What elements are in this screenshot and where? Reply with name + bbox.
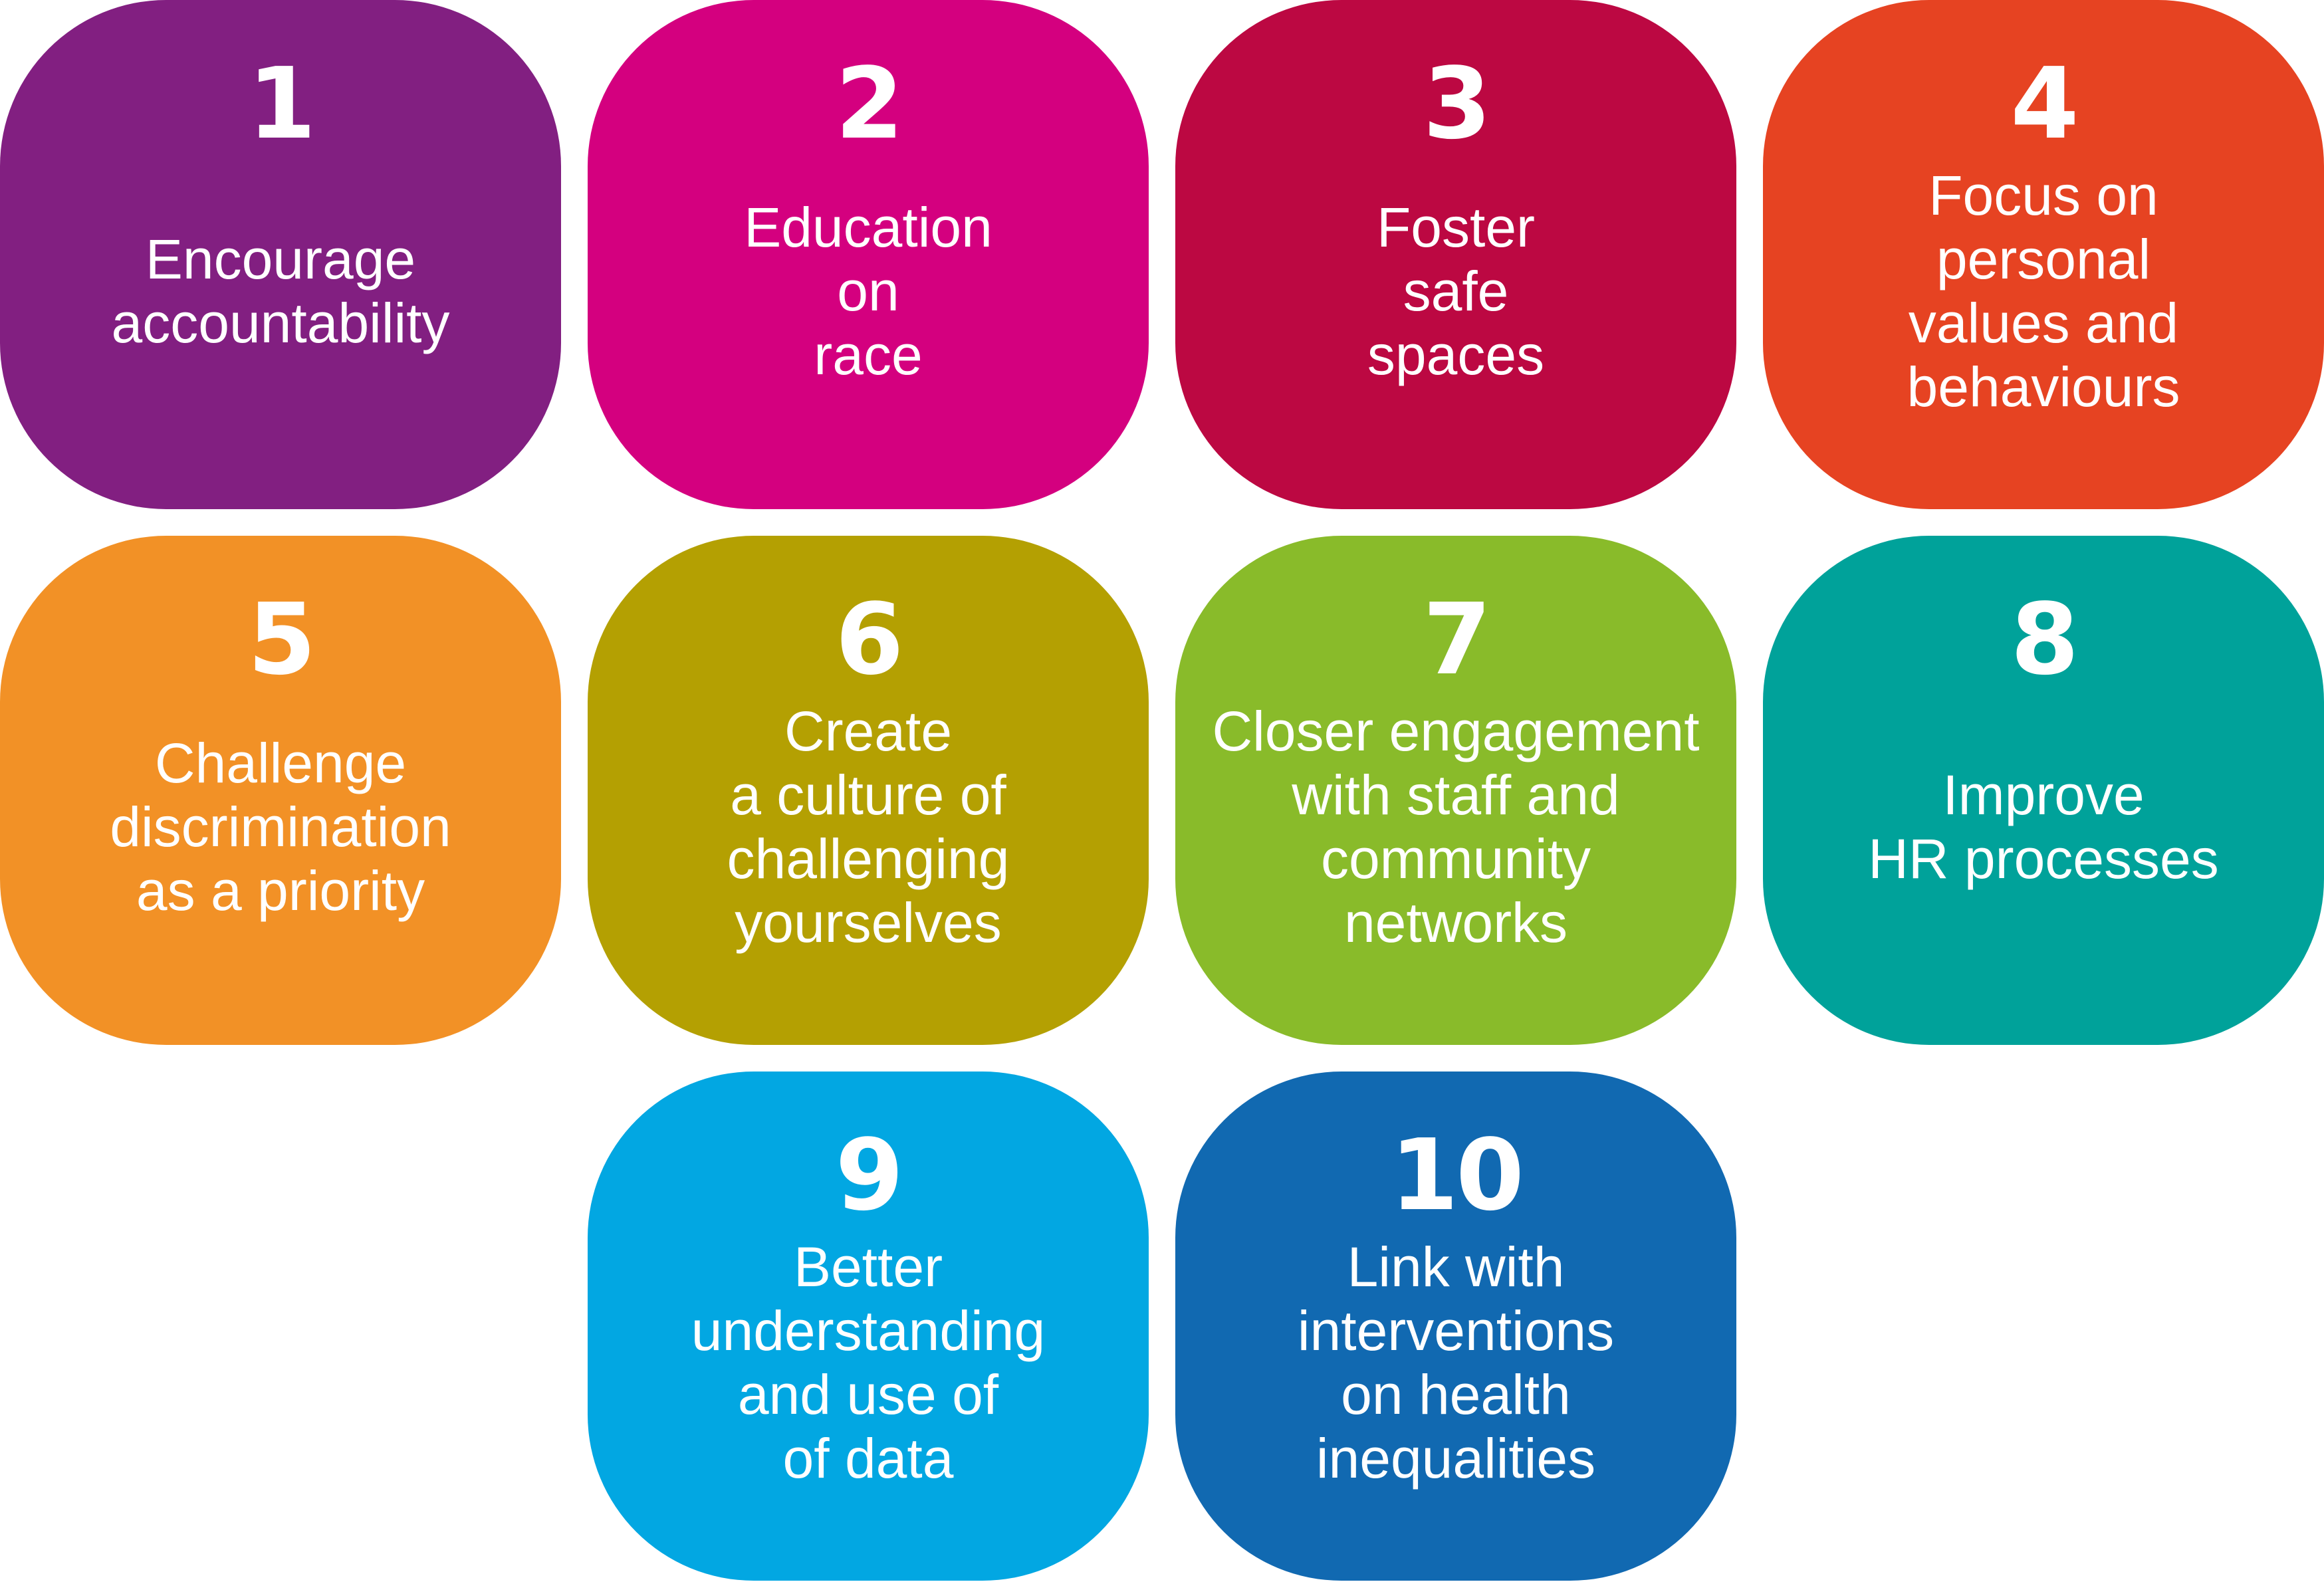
priority-number: 6 [835,582,904,697]
priority-label-line: with staff and [1292,764,1620,826]
priority-number: 10 [1390,1118,1524,1232]
priority-number: 2 [835,47,904,161]
priority-label-line: Better [793,1236,943,1298]
priority-label-line: and use of [737,1363,999,1426]
priority-label-line: challenging [727,828,1010,890]
priority-label-line: inequalities [1316,1427,1596,1490]
priority-tile-8: 8 Improve HR processes [1763,536,2324,1045]
priority-tile-10: 10 Link with interventions on health ine… [1175,1072,1736,1581]
priority-number: 4 [2010,47,2079,161]
priority-label-line: spaces [1367,324,1545,386]
priority-tile-6: 6 Create a culture of challenging yourse… [588,536,1149,1045]
priority-label-line: behaviours [1907,356,2180,418]
priority-label-line: Encourage [145,228,416,290]
priority-tile-9: 9 Better understanding and use of of dat… [588,1072,1149,1581]
priority-label: Link with interventions on health inequa… [1189,1191,1723,1534]
priority-number: 3 [1423,47,1492,161]
priority-label-line: networks [1343,891,1568,954]
priority-label-line: of data [782,1427,954,1490]
priority-label-line: accountability [111,292,450,354]
priority-label-line: understanding [691,1300,1046,1362]
priority-label-line: Challenge [154,732,407,794]
priority-label-line: Improve [1942,764,2145,826]
priority-label: Education on race [601,120,1135,463]
priority-label-line: community [1320,828,1591,890]
priority-label-line: Closer engagement [1212,700,1700,762]
priority-tile-3: 3 Foster safe spaces [1175,0,1736,509]
priority-number: 7 [1423,582,1492,697]
priority-label-line: as a priority [136,859,425,922]
priority-label: Foster safe spaces [1189,120,1723,463]
priority-label-line: discrimination [110,796,451,858]
priority-number: 1 [247,47,316,161]
priority-label-line: safe [1403,260,1509,322]
priority-number: 9 [835,1118,904,1232]
priority-number: 8 [2010,582,2079,697]
priority-label-line: Education [744,196,992,259]
priority-label-line: on health [1341,1363,1571,1426]
priority-label: Better understanding and use of of data [601,1191,1135,1534]
priority-tile-2: 2 Education on race [588,0,1149,509]
priority-label: Create a culture of challenging yourselv… [601,655,1135,998]
priority-label-line: interventions [1297,1300,1615,1362]
priority-label-line: personal [1936,228,2151,290]
priority-label-line: on [837,260,899,322]
priority-label-line: race [814,324,923,386]
priority-label-line: values and [1908,292,2179,354]
priority-tile-1: 1 Encourage accountability [0,0,561,509]
priority-tile-4: 4 Focus on personal values and behaviour… [1763,0,2324,509]
priority-tile-7: 7 Closer engagement with staff and commu… [1175,536,1736,1045]
priority-tile-5: 5 Challenge discrimination as a priority [0,536,561,1045]
priority-label: Focus on personal values and behaviours [1776,120,2311,463]
priority-number: 5 [247,582,316,697]
priority-label-line: HR processes [1868,828,2219,890]
priority-label: Improve HR processes [1776,655,2311,998]
priority-label-line: a culture of [730,764,1006,826]
priority-label-line: yourselves [735,891,1002,954]
priority-label-line: Foster [1376,196,1536,259]
priority-label: Encourage accountability [13,120,548,463]
priority-label: Challenge discrimination as a priority [13,655,548,998]
priority-label-line: Focus on [1928,164,2158,227]
priority-label: Closer engagement with staff and communi… [1189,655,1723,998]
priority-label-line: Link with [1347,1236,1565,1298]
priority-label-line: Create [784,700,953,762]
